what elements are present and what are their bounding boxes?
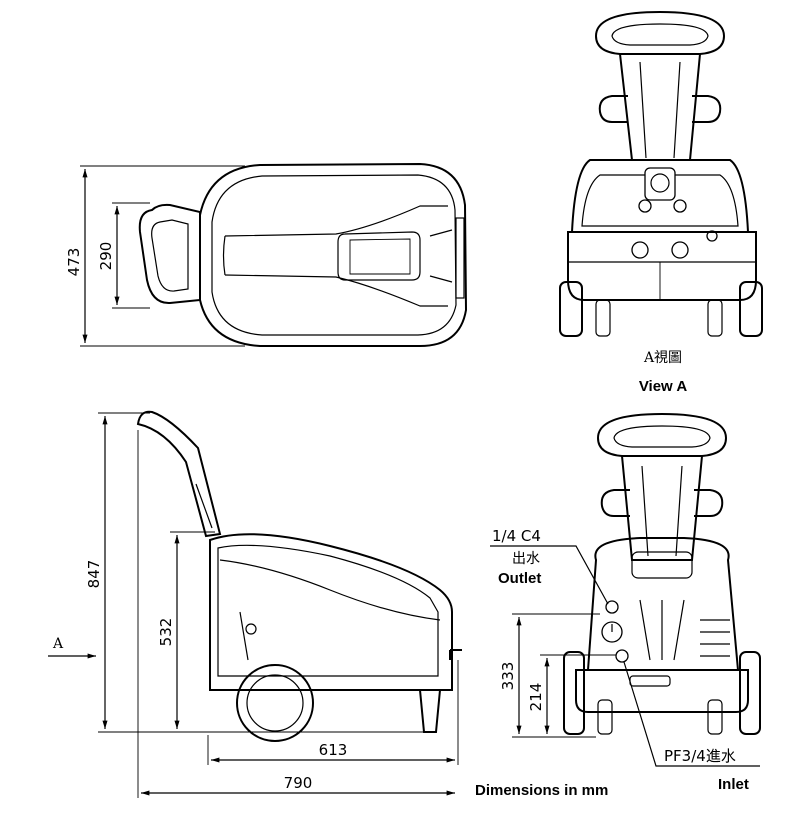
inlet-leader bbox=[623, 661, 760, 767]
outlet-cjk-label: 出水 bbox=[512, 551, 540, 567]
units-note: Dimensions in mm bbox=[475, 782, 608, 799]
dim-top-width: 473 bbox=[65, 165, 245, 347]
dim-handle-width: 290 bbox=[97, 202, 150, 309]
dim-847-label: 847 bbox=[85, 560, 103, 589]
outlet-label: Outlet bbox=[498, 570, 541, 587]
front-view-a: A視圖 View A bbox=[559, 10, 763, 395]
inlet-label: Inlet bbox=[718, 776, 749, 793]
top-view: 473 290 bbox=[65, 162, 468, 347]
dim-side-height: 847 bbox=[85, 412, 240, 733]
dim-333-label: 333 bbox=[499, 662, 517, 691]
dim-wheel-length: 613 bbox=[207, 660, 459, 765]
dim-214-label: 214 bbox=[527, 683, 545, 712]
dim-body-height: 532 bbox=[157, 531, 215, 729]
side-view: 847 532 613 790 A bbox=[48, 410, 462, 798]
dim-outlet-height: 333 bbox=[499, 613, 600, 738]
view-a-title: View A bbox=[639, 378, 688, 395]
dim-532-label: 532 bbox=[157, 618, 175, 647]
rear-view: 333 214 bbox=[490, 412, 761, 767]
view-a-cjk-title: A視圖 bbox=[643, 350, 682, 366]
outlet-spec-label: 1/4 C4 bbox=[492, 527, 541, 545]
outlet-leader bbox=[490, 545, 609, 605]
view-arrow-a: A bbox=[48, 636, 96, 659]
inlet-spec-label: PF3/4進水 bbox=[664, 747, 736, 765]
view-arrow-label: A bbox=[52, 636, 64, 652]
dim-inlet-height: 214 bbox=[527, 654, 616, 734]
dim-total-length: 790 bbox=[137, 430, 455, 798]
dim-790-label: 790 bbox=[284, 774, 313, 792]
dim-613-label: 613 bbox=[319, 741, 348, 759]
dim-473-label: 473 bbox=[65, 248, 83, 277]
dim-290-label: 290 bbox=[97, 242, 115, 271]
